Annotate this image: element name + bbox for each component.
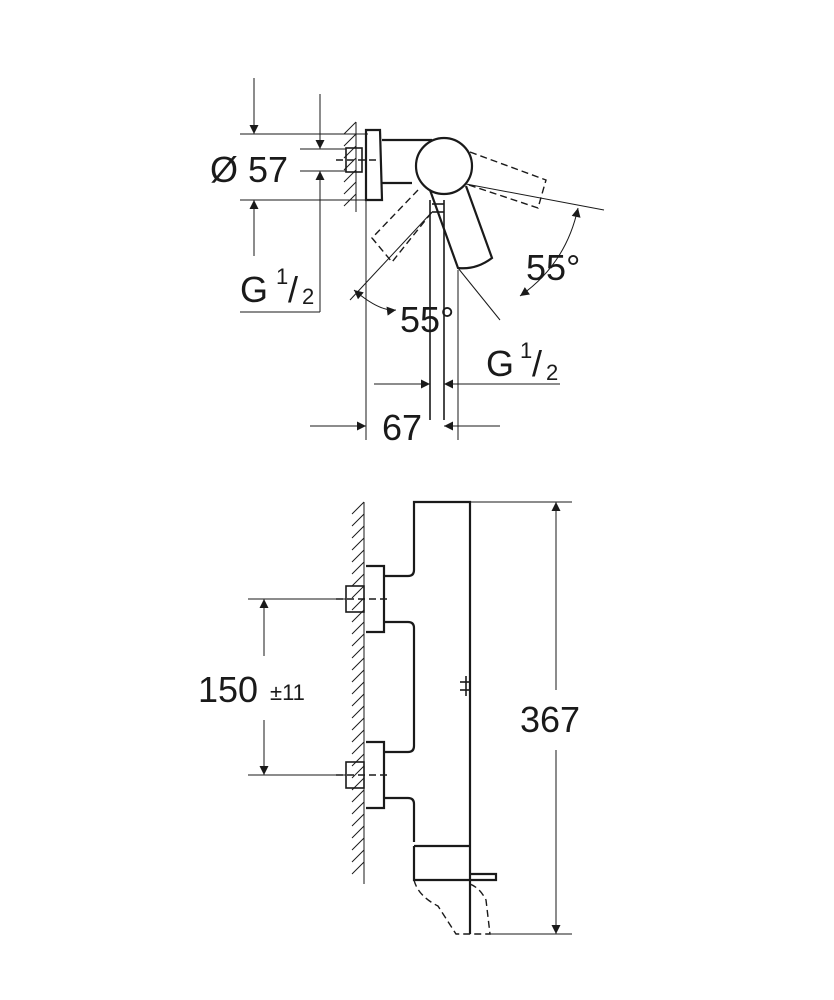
- angle-right-label: 55°: [526, 247, 580, 288]
- hatch-line: [351, 669, 365, 683]
- wall-hatch-side: [351, 501, 365, 884]
- hatch-line: [351, 561, 365, 575]
- diameter-value: 57: [248, 149, 288, 190]
- angle-bottom-label: 55°: [400, 299, 454, 340]
- thread-right-base: G: [486, 343, 514, 384]
- hatch-line: [351, 741, 365, 755]
- depth-label: 67: [382, 407, 422, 448]
- hatch-line: [351, 729, 365, 743]
- height-label: 367: [520, 699, 580, 740]
- hatch-line: [351, 621, 365, 635]
- hatch-line: [351, 657, 365, 671]
- hatch-line: [351, 633, 365, 647]
- top-view: Ø 57 G 1 / 2 55° 55° G 1 / 2 67: [210, 78, 605, 448]
- hatch-line: [351, 825, 365, 839]
- mixer-body-top: [382, 138, 432, 185]
- spout-ghost: [413, 879, 491, 935]
- hatch-line: [351, 753, 365, 767]
- thread-left-den: 2: [302, 284, 314, 309]
- wall-hatch-top: [343, 121, 357, 212]
- hatch-line: [351, 765, 365, 779]
- hatch-line: [351, 693, 365, 707]
- hatch-line: [351, 525, 365, 539]
- diameter-symbol: Ø: [210, 149, 238, 190]
- thread-left-base: G: [240, 269, 268, 310]
- hatch-line: [351, 549, 365, 563]
- mixer-body-side: [384, 500, 472, 934]
- handle-hub: [414, 136, 474, 196]
- escutcheon-top: [364, 128, 384, 202]
- spacing-label: 150: [198, 669, 258, 710]
- body-marker: [460, 676, 470, 696]
- thread-left-num: 1: [276, 264, 288, 289]
- hatch-line: [351, 681, 365, 695]
- hatch-line: [351, 501, 365, 515]
- hatch-line: [351, 537, 365, 551]
- side-view: 150 ±11 367: [198, 500, 580, 935]
- handle-ghost-left: [371, 189, 433, 264]
- hatch-line: [351, 573, 365, 587]
- hatch-line: [351, 513, 365, 527]
- thread-right-slash: /: [532, 343, 542, 384]
- thread-right-den: 2: [546, 360, 558, 385]
- hatch-line: [351, 789, 365, 803]
- handle-ghost-right: [465, 151, 547, 209]
- hatch-line: [351, 837, 365, 851]
- hatch-line: [351, 849, 365, 863]
- hatch-line: [351, 585, 365, 599]
- hatch-line: [351, 717, 365, 731]
- spout: [412, 844, 498, 882]
- hatch-line: [351, 801, 365, 815]
- thread-left-slash: /: [288, 269, 298, 310]
- thread-right-num: 1: [520, 338, 532, 363]
- hatch-line: [351, 861, 365, 875]
- hatch-line: [351, 597, 365, 611]
- hatch-line: [351, 813, 365, 827]
- tolerance-label: ±11: [270, 680, 305, 705]
- handle-lever: [428, 185, 494, 270]
- hatch-line: [351, 705, 365, 719]
- hatch-line: [351, 645, 365, 659]
